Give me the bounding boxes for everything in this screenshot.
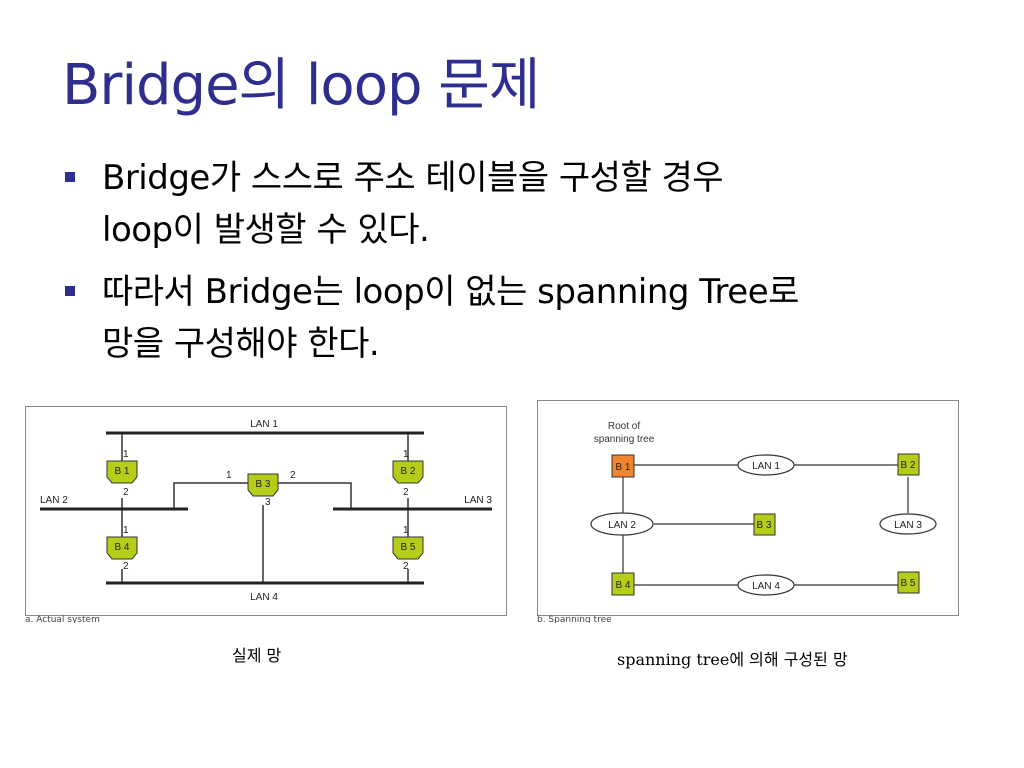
bullet-text: loop이 발생할 수 있다. <box>102 210 430 250</box>
bullet-item: Bridge가 스스로 주소 테이블을 구성할 경우 loop이 발생할 수 있… <box>62 152 962 256</box>
lan-label: LAN 4 <box>752 581 780 592</box>
bridge-node <box>753 513 776 536</box>
root-bridge-node <box>611 454 635 478</box>
port-label: 3 <box>265 497 271 508</box>
bridge-label: B 4 <box>114 542 129 553</box>
lan-label: LAN 3 <box>464 495 492 506</box>
bridge-label: B 5 <box>900 578 915 589</box>
square-bullet-icon <box>65 286 75 296</box>
figure-caption-actual: 실제 망 <box>232 646 282 665</box>
port-label: 1 <box>403 449 409 460</box>
port-label: 1 <box>226 470 232 481</box>
bridge-label: B 3 <box>756 520 771 531</box>
port-label: 2 <box>290 470 296 481</box>
bridge-label: B 2 <box>400 466 415 477</box>
bridge-node <box>897 571 920 594</box>
lan-node <box>737 454 795 476</box>
bridge-label: B 4 <box>615 580 630 591</box>
link <box>278 482 352 509</box>
root-label: Root of <box>608 421 640 432</box>
port-label: 1 <box>123 525 129 536</box>
lan-node <box>590 512 654 536</box>
subcaption-text: a. Actual system <box>25 615 100 623</box>
port-label: 1 <box>123 449 129 460</box>
bridge-node <box>611 572 635 596</box>
slide-title: Bridge의 loop 문제 <box>62 53 540 118</box>
spanning-tree-diagram: Root of spanning tree B 1 B 2 B 3 B 4 B … <box>537 400 959 616</box>
bridge-label: B 1 <box>615 462 630 473</box>
figure-subcaption: a. Actual system <box>25 614 505 623</box>
square-bullet-icon <box>65 172 75 182</box>
bridge-label: B 3 <box>255 479 270 490</box>
actual-system-svg: LAN 1 LAN 2 LAN 3 LAN 4 B 1 B 2 B 3 B 4 … <box>40 419 492 603</box>
port-label: 2 <box>403 561 409 572</box>
figure-subcaption: b. Spanning tree <box>537 614 957 623</box>
bullet-item: 따라서 Bridge는 loop이 없는 spanning Tree로 망을 구… <box>62 266 962 370</box>
lan-label: LAN 4 <box>250 592 278 603</box>
port-label: 2 <box>123 487 129 498</box>
lan-label: LAN 1 <box>250 419 278 430</box>
bullet-list: Bridge가 스스로 주소 테이블을 구성할 경우 loop이 발생할 수 있… <box>62 152 962 380</box>
figure-caption-spanning: spanning tree에 의해 구성된 망 <box>617 650 848 669</box>
lan-label: LAN 2 <box>608 520 636 531</box>
bridge-label: B 5 <box>400 542 415 553</box>
port-label: 2 <box>123 561 129 572</box>
port-label: 1 <box>403 525 409 536</box>
bullet-text: 따라서 Bridge는 loop이 없는 spanning Tree로 <box>102 272 799 312</box>
port-label: 2 <box>403 487 409 498</box>
lan-label: LAN 1 <box>752 461 780 472</box>
bridge-label: B 2 <box>900 460 915 471</box>
lan-label: LAN 2 <box>40 495 68 506</box>
lan-label: LAN 3 <box>894 520 922 531</box>
root-label: spanning tree <box>594 434 655 445</box>
bridge-node <box>897 453 920 476</box>
bullet-text: 망을 구성해야 한다. <box>102 324 380 364</box>
lan-node <box>737 574 795 596</box>
lan-node <box>879 513 937 535</box>
spanning-tree-svg: Root of spanning tree B 1 B 2 B 3 B 4 B … <box>590 421 937 596</box>
subcaption-text: b. Spanning tree <box>537 615 612 623</box>
actual-system-diagram: LAN 1 LAN 2 LAN 3 LAN 4 B 1 B 2 B 3 B 4 … <box>25 406 507 616</box>
bridge-label: B 1 <box>114 466 129 477</box>
bullet-text: Bridge가 스스로 주소 테이블을 구성할 경우 <box>102 158 724 198</box>
link <box>173 482 248 509</box>
